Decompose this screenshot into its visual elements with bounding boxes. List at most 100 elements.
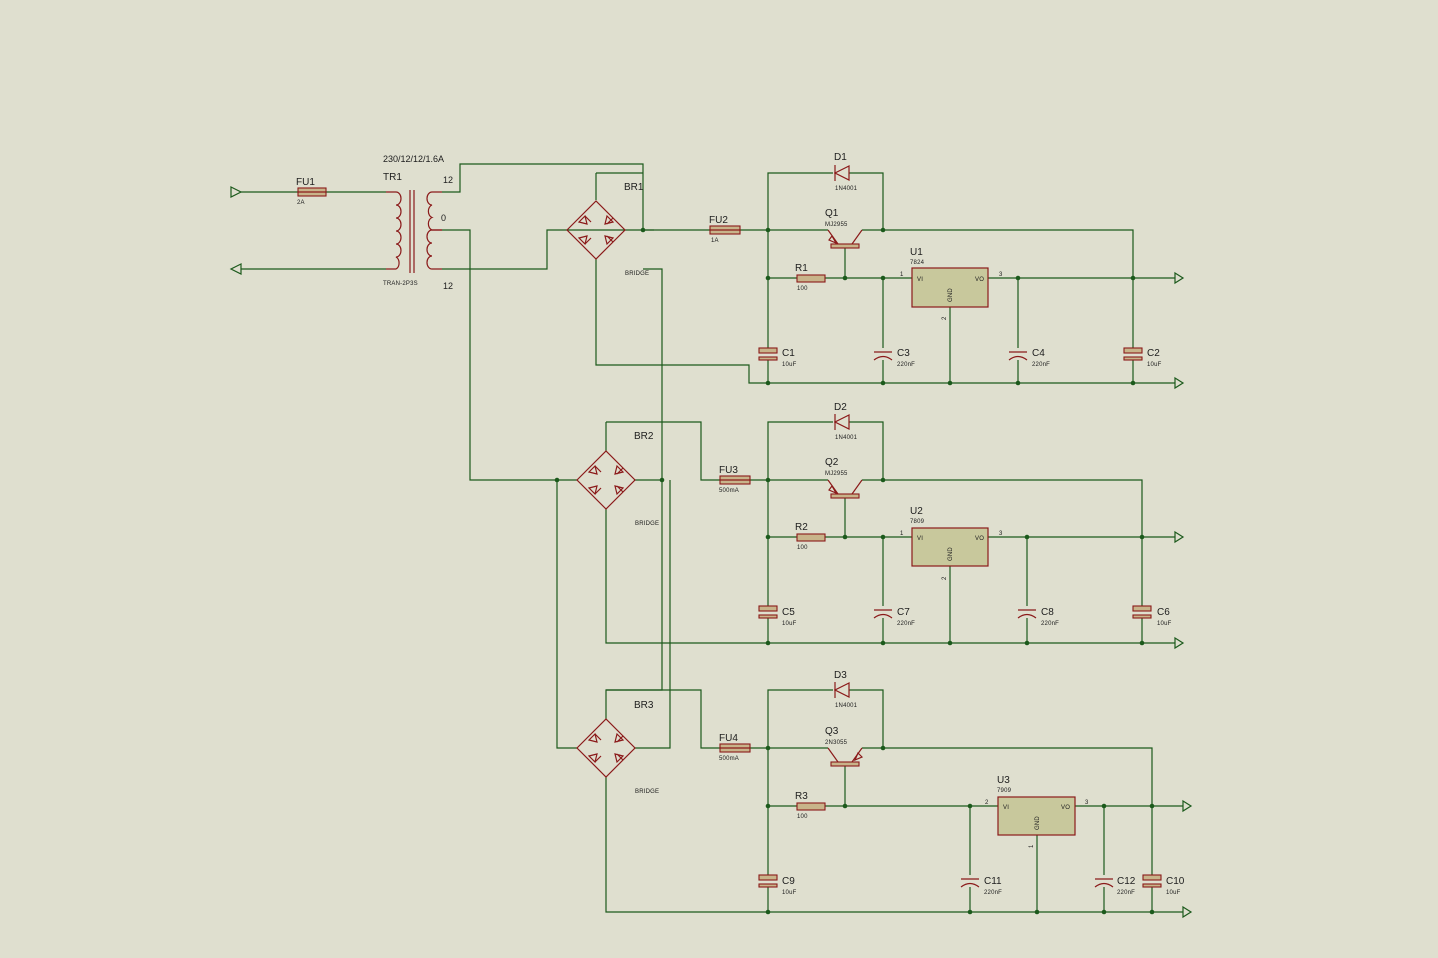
r2-value: 100: [797, 545, 808, 551]
regulator-u1[interactable]: VI VO GND U1 7824 1 3 2: [900, 247, 1003, 320]
c12-ref: C12: [1117, 876, 1136, 887]
fu2-ref: FU2: [709, 215, 728, 226]
diode-d2[interactable]: D2 1N4001: [833, 402, 858, 441]
fuse-fu3[interactable]: FU3 500mA: [719, 465, 751, 494]
fu3-ref: FU3: [719, 465, 738, 476]
c11-value: 220nF: [984, 890, 1002, 896]
ground-terminal-rail2[interactable]: [1174, 636, 1185, 650]
transistor-q2[interactable]: Q2 MJ2955: [825, 457, 863, 499]
bridge-br1[interactable]: BR1 BRIDGE: [566, 182, 649, 277]
u1-ref: U1: [910, 247, 923, 258]
fu4-ref: FU4: [719, 733, 738, 744]
transistor-q1[interactable]: Q1 MJ2955: [825, 208, 863, 249]
r3-ref: R3: [795, 791, 808, 802]
c4-value: 220nF: [1032, 362, 1050, 368]
capacitor-c8[interactable]: C8 220nF: [1017, 607, 1059, 627]
c11-ref: C11: [984, 876, 1002, 887]
fu1-value: 2A: [297, 200, 305, 206]
u2-vo: VO: [975, 536, 984, 542]
tr1-pin-mid: 0: [441, 213, 446, 223]
q1-value: MJ2955: [825, 222, 848, 228]
tr1-pin-bottom: 12: [443, 281, 453, 291]
br1-ref: BR1: [624, 182, 644, 193]
capacitor-c7[interactable]: C7 220nF: [873, 607, 915, 627]
capacitor-c4[interactable]: C4 220nF: [1008, 348, 1050, 368]
resistor-r1[interactable]: R1 100: [795, 263, 826, 292]
transformer-tr1[interactable]: TR1 230/12/12/1.6A TRAN-2P3S 12 0 12: [383, 154, 453, 291]
c2-value: 10uF: [1147, 362, 1162, 368]
output-terminal-rail2[interactable]: [1174, 530, 1185, 544]
bridge-br2[interactable]: BR2 BRIDGE: [576, 431, 659, 527]
q3-ref: Q3: [825, 726, 839, 737]
r3-value: 100: [797, 814, 808, 820]
capacitor-c2[interactable]: C2 10uF: [1123, 347, 1162, 368]
fu3-value: 500mA: [719, 488, 739, 494]
capacitor-c6[interactable]: C6 10uF: [1132, 605, 1172, 627]
tr1-pin-top: 12: [443, 175, 453, 185]
c3-value: 220nF: [897, 362, 915, 368]
capacitor-c9[interactable]: C9 10uF: [758, 874, 797, 896]
br3-type: BRIDGE: [635, 789, 659, 795]
u2-pin-out: 3: [999, 531, 1003, 537]
c7-ref: C7: [897, 607, 910, 618]
c10-ref: C10: [1166, 876, 1185, 887]
diode-d1[interactable]: D1 1N4001: [833, 152, 858, 192]
u2-vi: VI: [917, 536, 923, 542]
u1-value: 7824: [910, 260, 925, 266]
junction-dots: [554, 227, 1155, 915]
capacitor-c5[interactable]: C5 10uF: [758, 605, 797, 627]
input-terminal-top[interactable]: [230, 186, 243, 198]
tr1-ref: TR1: [383, 172, 402, 183]
resistor-r3[interactable]: R3 100: [795, 791, 826, 820]
c5-value: 10uF: [782, 621, 797, 627]
u2-value: 7809: [910, 519, 925, 525]
tr1-model: TRAN-2P3S: [383, 281, 418, 287]
fuse-fu2[interactable]: FU2 1A: [709, 215, 741, 244]
u2-pin-gnd: 2: [942, 576, 948, 580]
u2-ref: U2: [910, 506, 923, 517]
d1-ref: D1: [834, 152, 847, 163]
bridge-br3[interactable]: BR3 BRIDGE: [576, 700, 659, 795]
c3-ref: C3: [897, 348, 910, 359]
resistor-r2[interactable]: R2 100: [795, 522, 826, 551]
capacitor-c11[interactable]: C11 220nF: [960, 876, 1002, 896]
d2-value: 1N4001: [835, 435, 858, 441]
br2-ref: BR2: [634, 431, 654, 442]
c5-ref: C5: [782, 607, 795, 618]
u2-gnd: GND: [948, 547, 954, 561]
u1-gnd: GND: [948, 288, 954, 302]
u1-pin-in: 1: [900, 272, 904, 278]
c7-value: 220nF: [897, 621, 915, 627]
output-terminal-rail1[interactable]: [1174, 271, 1185, 285]
br1-type: BRIDGE: [625, 271, 649, 277]
output-terminal-rail3[interactable]: [1182, 799, 1193, 813]
u2-pin-in: 1: [900, 531, 904, 537]
ground-terminal-rail1[interactable]: [1174, 376, 1185, 390]
br2-type: BRIDGE: [635, 521, 659, 527]
transistor-q3[interactable]: Q3 2N3055: [825, 726, 864, 767]
regulator-u2[interactable]: VI VO GND U2 7809 1 3 2: [900, 506, 1003, 580]
capacitor-c10[interactable]: C10 10uF: [1142, 874, 1185, 896]
d1-value: 1N4001: [835, 186, 858, 192]
u3-pin-gnd: 1: [1029, 844, 1035, 848]
capacitor-c1[interactable]: C1 10uF: [758, 347, 797, 368]
fu2-value: 1A: [711, 238, 719, 244]
fuse-fu4[interactable]: FU4 500mA: [719, 733, 751, 762]
diode-d3[interactable]: D3 1N4001: [833, 670, 858, 709]
capacitor-c12[interactable]: C12 220nF: [1094, 876, 1136, 896]
input-terminal-bottom[interactable]: [229, 263, 242, 275]
ground-terminal-rail3[interactable]: [1182, 905, 1193, 919]
capacitor-c3[interactable]: C3 220nF: [873, 348, 915, 368]
u1-pin-gnd: 2: [942, 316, 948, 320]
q3-value: 2N3055: [825, 740, 848, 746]
fuse-fu1[interactable]: FU1 2A: [296, 177, 327, 206]
regulator-u3[interactable]: VI VO GND U3 7909 2 3 1: [985, 775, 1089, 848]
u3-vi: VI: [1003, 805, 1009, 811]
u1-vi: VI: [917, 277, 923, 283]
u3-gnd: GND: [1035, 816, 1041, 830]
u1-vo: VO: [975, 277, 984, 283]
tr1-rating: 230/12/12/1.6A: [383, 154, 444, 164]
c6-ref: C6: [1157, 607, 1170, 618]
d3-ref: D3: [834, 670, 847, 681]
